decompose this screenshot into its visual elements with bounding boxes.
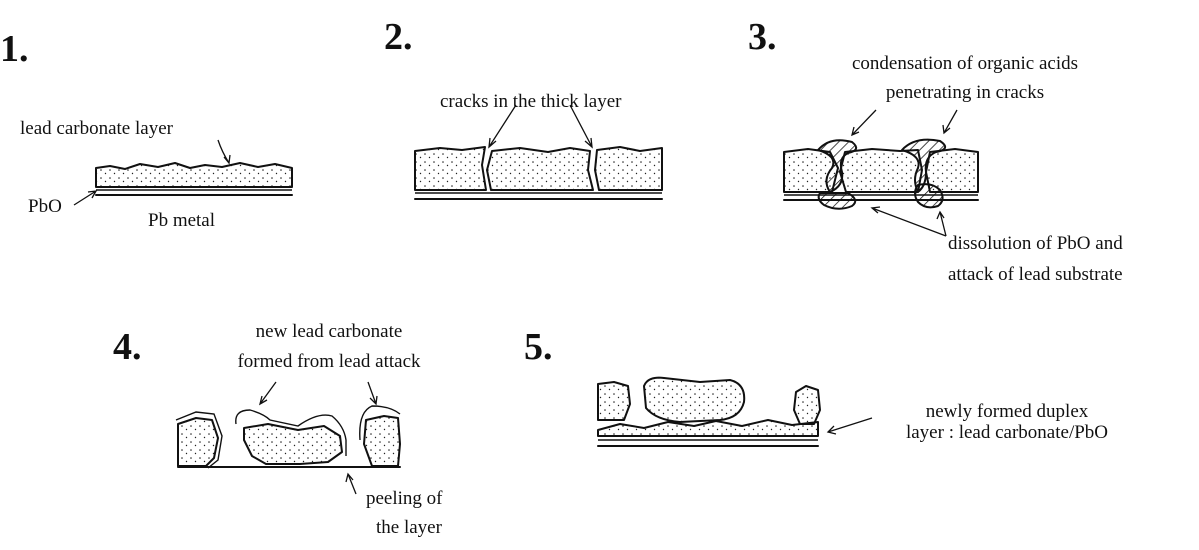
stage-2-crack-arrow-right xyxy=(569,104,593,149)
stage-5-flake-left xyxy=(597,381,631,421)
stage-3-drawing xyxy=(783,109,979,237)
step-number-2: 2. xyxy=(384,16,413,58)
stage-3-acid-arrow-left xyxy=(851,109,877,137)
stage-4-flake-middle xyxy=(243,423,343,465)
stage-3-block-middle xyxy=(839,148,923,193)
stage-4-flake-left-outline xyxy=(175,411,223,469)
label-new-carbonate-line-1: new lead carbonate xyxy=(255,321,403,342)
step-number-4: 4. xyxy=(113,326,142,368)
stage-3-dissolution-arrow-left xyxy=(870,206,947,237)
stage-2-block-right xyxy=(594,146,663,191)
stage-2-block-left xyxy=(414,146,487,191)
stage-2-drawing xyxy=(414,104,663,200)
stage-4-flake-left xyxy=(177,417,219,467)
stage-3-attack-pit-left xyxy=(817,192,857,210)
step-number-1: 1. xyxy=(0,28,29,70)
stage-1-layer-arrow xyxy=(217,139,231,165)
stage-3-dissolution-arrow-right xyxy=(936,210,947,237)
label-pb-metal: Pb metal xyxy=(148,210,216,231)
stage-5-duplex-layer xyxy=(597,419,819,437)
label-condensation-line-2: penetrating in cracks xyxy=(885,82,1045,103)
stage-3-acid-crack-left xyxy=(817,139,858,193)
stage-1-drawing xyxy=(73,139,293,206)
label-peeling-line-2: the layer xyxy=(376,517,442,538)
stage-3-attack-pit-right xyxy=(914,183,944,209)
stage-4-flake-right xyxy=(363,415,401,467)
stage-5-flake-middle xyxy=(643,376,746,423)
label-lead-carbonate-layer: lead carbonate layer xyxy=(20,118,173,139)
label-cracks-thick-layer: cracks in the thick layer xyxy=(440,91,622,112)
stage-4-flake-middle-outline xyxy=(235,409,347,456)
stage-2-crack-arrow-left xyxy=(488,104,517,149)
stage-5-drawing xyxy=(597,376,873,447)
stage-5-duplex-arrow xyxy=(826,417,873,435)
label-new-carbonate-line-2: formed from lead attack xyxy=(237,351,421,372)
label-condensation-line-1: condensation of organic acids xyxy=(852,53,1078,74)
stage-2-block-middle xyxy=(486,147,594,191)
label-duplex-line-1: newly formed duplex xyxy=(925,401,1089,422)
stage-4-drawing xyxy=(175,381,401,495)
stage-4-new-carbonate-arrow-left xyxy=(258,381,277,406)
stage-4-flake-right-outline xyxy=(359,405,401,441)
stage-1-carbonate-layer xyxy=(95,162,293,188)
stage-3-acid-arrow-right xyxy=(942,109,958,135)
step-number-5: 5. xyxy=(524,326,553,368)
label-pbo: PbO xyxy=(28,196,62,217)
stage-4-peeling-arrow xyxy=(345,472,357,495)
label-dissolution-line-1: dissolution of PbO and xyxy=(948,233,1123,254)
step-number-3: 3. xyxy=(748,16,777,58)
label-duplex-line-2: layer : lead carbonate/PbO xyxy=(905,422,1109,443)
stage-1-pbo-arrow xyxy=(73,190,98,206)
label-peeling-line-1: peeling of xyxy=(366,488,443,509)
stage-4-new-carbonate-arrow-right xyxy=(367,381,378,406)
stage-5-flake-right xyxy=(793,385,821,425)
stage-3-acid-crack-right xyxy=(901,138,947,193)
label-dissolution-line-2: attack of lead substrate xyxy=(948,264,1123,285)
